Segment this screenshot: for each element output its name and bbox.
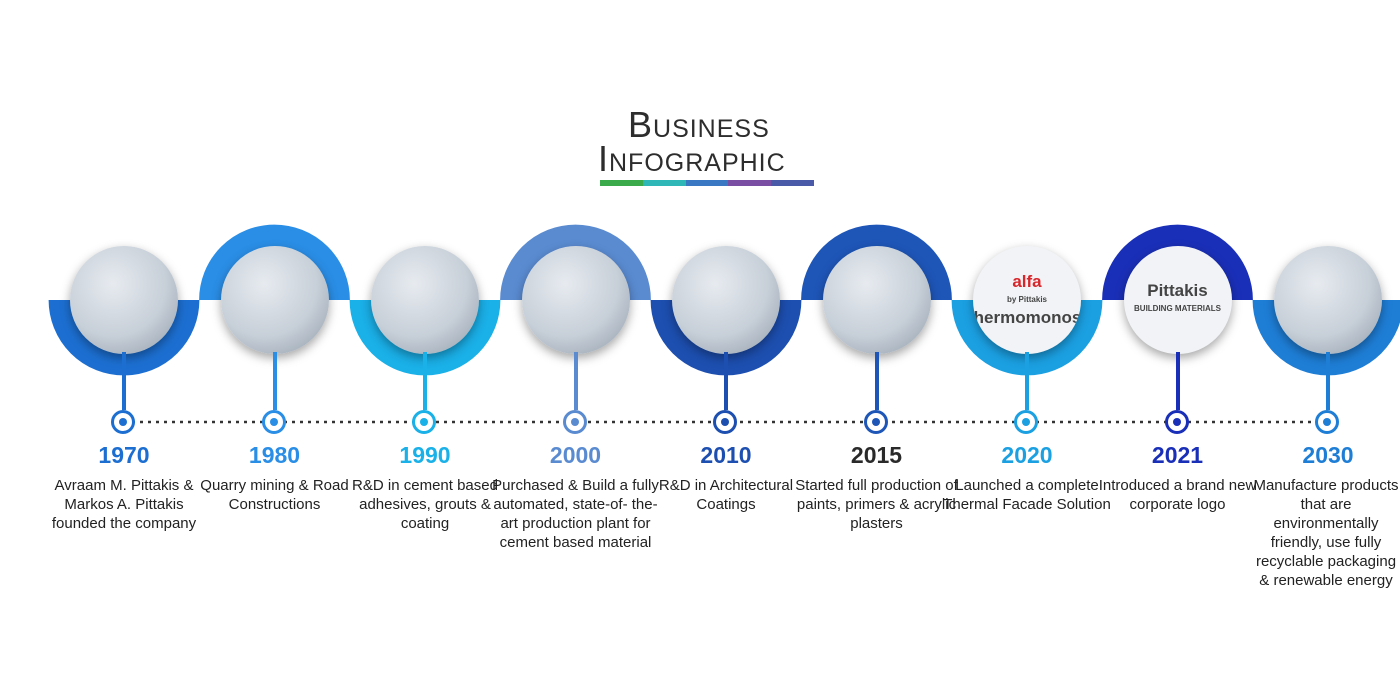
milestone-connector xyxy=(122,352,126,410)
founders-photo-icon xyxy=(70,246,178,354)
bulldozer-photo-icon xyxy=(220,246,329,354)
milestone-connector xyxy=(573,352,578,410)
timeline-ring-arc xyxy=(199,224,350,301)
timeline-dot-center xyxy=(1022,418,1030,426)
title-bar-segment xyxy=(600,180,643,186)
timeline-ring-arc xyxy=(801,224,952,301)
logo-text: BUILDING MATERIALS xyxy=(1134,304,1221,313)
title-bar-segment xyxy=(642,180,686,186)
title-bar-segment xyxy=(771,180,814,186)
title-color-bar xyxy=(600,180,814,186)
milestone-description: Introduced a brand new corporate logo xyxy=(1098,477,1257,513)
milestone-description: R&D in Architectural Coatings xyxy=(658,477,794,513)
milestone-connector xyxy=(272,352,277,410)
milestone-connector xyxy=(874,352,879,410)
timeline-dot xyxy=(713,410,737,434)
timeline-dot xyxy=(863,410,888,434)
milestone-connector xyxy=(1025,352,1029,410)
milestone-connector xyxy=(423,352,427,410)
timeline-ring-arc xyxy=(500,224,651,301)
milestone-connector xyxy=(1175,352,1180,410)
alfa-thermomonosi-logo-icon: alfa by Pittakis thermomonosi xyxy=(973,246,1081,354)
production-line-photo-icon xyxy=(521,246,630,354)
milestone-description: Quarry mining & Road Constructions xyxy=(200,477,349,513)
milestone-year: 1980 xyxy=(248,442,301,468)
paint-buckets-photo-icon xyxy=(822,246,931,354)
timeline-dot-center xyxy=(269,418,278,426)
milestone-description: Started full production of paints, prime… xyxy=(795,477,958,532)
timeline-dot-center xyxy=(1323,418,1331,426)
milestone-description: R&D in cement based adhesives, grouts & … xyxy=(352,477,498,532)
milestone-description: Avraam M. Pittakis & Markos A. Pittakis … xyxy=(51,477,197,532)
timeline-dot-center xyxy=(721,418,729,426)
title-bar-segment xyxy=(728,180,772,186)
timeline-dot xyxy=(1164,410,1189,434)
logo-text: alfa xyxy=(1012,272,1042,291)
title-line-2: Infographic xyxy=(598,138,786,179)
title-line-1: Business xyxy=(628,104,770,145)
milestone-year: 2000 xyxy=(549,442,602,468)
timeline-dot xyxy=(1014,410,1038,434)
timeline-dot-center xyxy=(871,418,880,426)
green-earth-photo-icon xyxy=(1274,246,1382,354)
milestone-connector xyxy=(1326,352,1330,410)
timeline-dot xyxy=(562,410,587,434)
milestone-description: Launched a complete Thermal Facade Solut… xyxy=(943,477,1111,513)
logo-text: thermomonosi xyxy=(973,308,1081,327)
milestone-connector xyxy=(724,352,728,410)
timeline-dot xyxy=(261,410,286,434)
factory-photo-icon xyxy=(371,246,479,354)
timeline-dot-center xyxy=(1172,418,1181,426)
title-bar-segment xyxy=(685,180,729,186)
paint-lab-photo-icon xyxy=(672,246,780,354)
milestone-year: 2015 xyxy=(850,442,903,468)
timeline-dot-center xyxy=(119,418,127,426)
milestone-year: 2020 xyxy=(1001,442,1053,468)
timeline-dot xyxy=(111,410,135,434)
milestone-description: Manufacture products that are environmen… xyxy=(1253,477,1399,589)
milestone-year: 2010 xyxy=(700,442,752,468)
timeline-ring-arc xyxy=(1102,224,1253,301)
milestone-description: Purchased & Build a fully automated, sta… xyxy=(492,477,659,551)
milestone-year: 1990 xyxy=(399,442,451,468)
title-block: Business Infographic xyxy=(580,104,840,186)
timeline-dot-center xyxy=(420,418,428,426)
timeline-dot xyxy=(412,410,436,434)
logo-text: by Pittakis xyxy=(1006,295,1047,304)
milestone-year: 2030 xyxy=(1302,442,1354,468)
timeline-dot xyxy=(1315,410,1339,434)
milestone-year: 1970 xyxy=(98,442,150,468)
logo-text: Pittakis xyxy=(1147,281,1208,300)
milestone-year: 2021 xyxy=(1151,442,1204,468)
timeline-dot-center xyxy=(570,418,579,426)
